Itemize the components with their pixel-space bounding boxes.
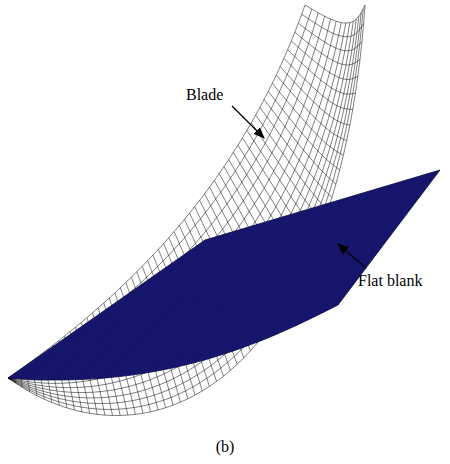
mesh-line — [88, 227, 249, 379]
flat-blank — [8, 170, 440, 380]
part-label: Blade — [186, 86, 223, 104]
mesh-line — [258, 192, 367, 342]
caption: (b) — [216, 438, 235, 456]
leader-arrow — [232, 106, 264, 138]
blank-surface — [8, 170, 440, 380]
part-label: Flat blank — [358, 272, 422, 290]
leader-arrow — [338, 244, 366, 268]
mesh-line — [308, 179, 411, 320]
mesh-line — [239, 196, 351, 349]
mesh-line — [36, 236, 220, 380]
mesh-line — [159, 214, 293, 371]
mesh-line — [260, 107, 332, 197]
mesh-line — [292, 183, 396, 327]
mesh-line — [272, 83, 343, 155]
mesh-line — [113, 223, 264, 378]
mesh-line — [63, 231, 235, 380]
mesh-line — [323, 174, 425, 312]
mesh-line — [201, 205, 323, 361]
mesh-line — [136, 218, 278, 374]
mesh-line — [220, 201, 337, 356]
mesh-line — [275, 188, 381, 335]
mesh-line — [284, 58, 353, 109]
